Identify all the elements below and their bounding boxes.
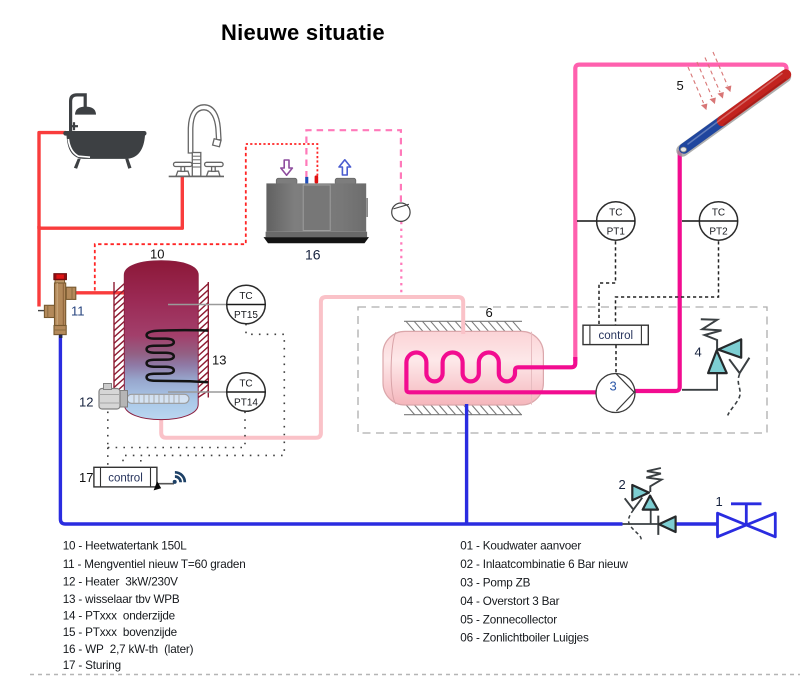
svg-text:6: 6 xyxy=(486,305,493,320)
svg-text:3: 3 xyxy=(610,379,617,394)
svg-text:05 - Zonnecollector: 05 - Zonnecollector xyxy=(460,614,557,627)
svg-text:2: 2 xyxy=(619,477,626,492)
svg-text:control: control xyxy=(108,473,143,485)
svg-text:control: control xyxy=(599,330,634,342)
svg-text:11 - Mengventiel nieuw T=60 gr: 11 - Mengventiel nieuw T=60 graden xyxy=(63,558,246,571)
svg-text:1: 1 xyxy=(716,494,723,509)
svg-text:TC: TC xyxy=(712,208,725,219)
svg-text:TC: TC xyxy=(239,291,252,302)
svg-text:TC: TC xyxy=(239,379,252,390)
svg-text:10 - Heetwatertank 150L: 10 - Heetwatertank 150L xyxy=(63,540,188,553)
svg-text:Nieuwe situatie: Nieuwe situatie xyxy=(221,20,385,45)
svg-text:5: 5 xyxy=(677,78,684,93)
svg-text:PT14: PT14 xyxy=(234,398,258,409)
svg-text:03 - Pomp ZB: 03 - Pomp ZB xyxy=(460,577,530,590)
svg-text:16: 16 xyxy=(305,247,321,263)
svg-text:13 - wisselaar tbv WPB: 13 - wisselaar tbv WPB xyxy=(63,593,180,606)
svg-text:4: 4 xyxy=(695,345,702,360)
svg-text:13: 13 xyxy=(212,353,226,368)
svg-text:10: 10 xyxy=(150,247,164,262)
svg-text:PT2: PT2 xyxy=(709,227,728,238)
svg-text:PT1: PT1 xyxy=(607,227,626,238)
svg-text:11: 11 xyxy=(71,304,85,319)
svg-text:06 - Zonlichtboiler Luigjes: 06 - Zonlichtboiler Luigjes xyxy=(460,632,589,645)
svg-text:PT15: PT15 xyxy=(234,310,258,321)
svg-text:12: 12 xyxy=(79,395,93,410)
svg-text:02 - Inlaatcombinatie 6 Bar ni: 02 - Inlaatcombinatie 6 Bar nieuw xyxy=(460,558,628,571)
svg-text:12 - Heater 3kW/230V: 12 - Heater 3kW/230V xyxy=(63,576,178,589)
svg-text:14 - PTxxx onderzijde: 14 - PTxxx onderzijde xyxy=(63,610,175,623)
svg-text:TC: TC xyxy=(609,208,622,219)
svg-text:15 - PTxxx bovenzijde: 15 - PTxxx bovenzijde xyxy=(63,626,177,639)
svg-text:16 - WP 2,7 kW-th (later): 16 - WP 2,7 kW-th (later) xyxy=(63,643,194,656)
svg-text:17: 17 xyxy=(79,470,93,485)
svg-text:17 - Sturing: 17 - Sturing xyxy=(63,659,121,672)
svg-text:04 - Overstort 3 Bar: 04 - Overstort 3 Bar xyxy=(460,595,559,608)
svg-text:01 - Koudwater aanvoer: 01 - Koudwater aanvoer xyxy=(460,540,581,553)
